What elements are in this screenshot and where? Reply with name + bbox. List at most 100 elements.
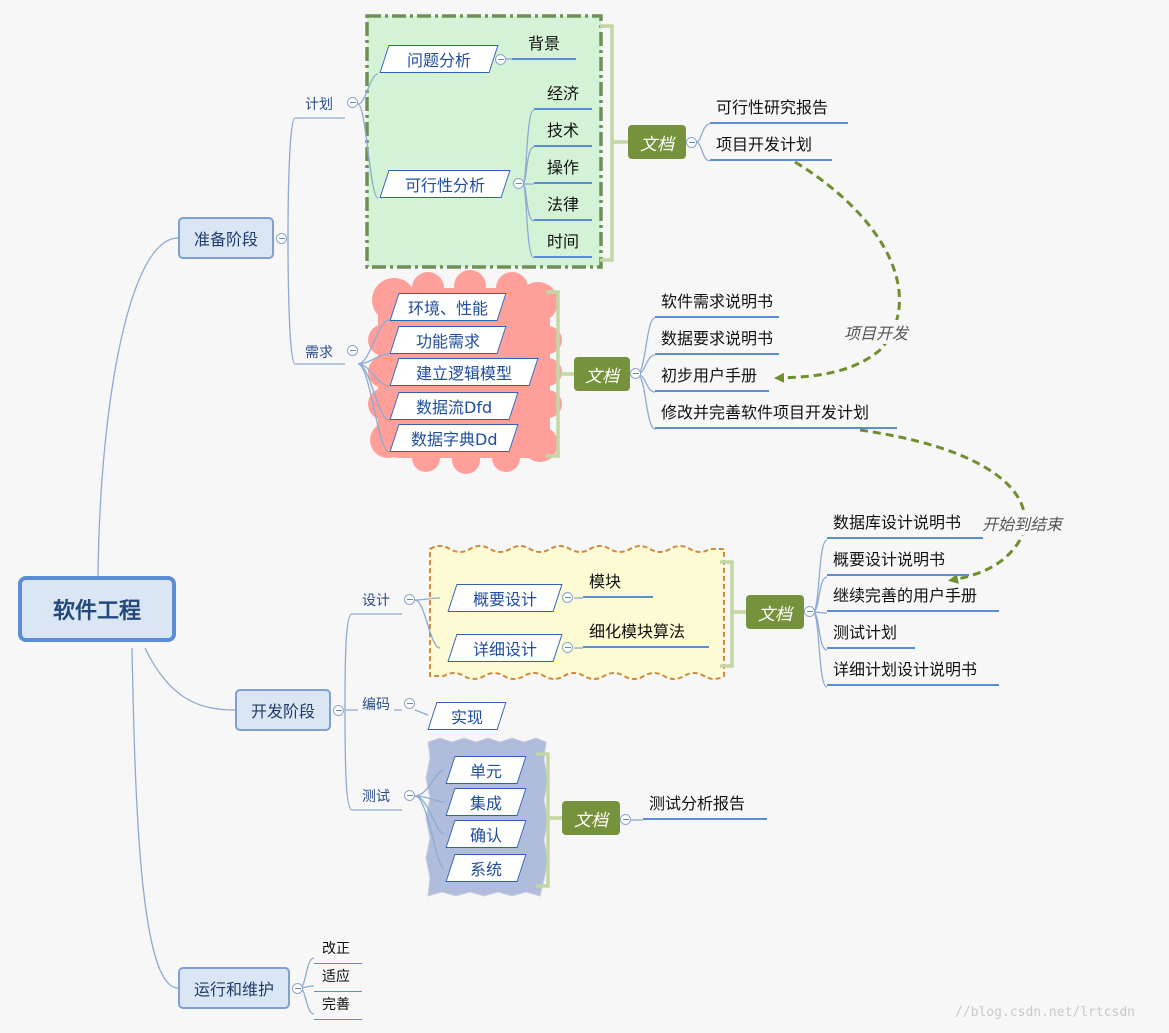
topic-dev-label: 开发阶段 xyxy=(250,702,315,721)
subtopic-plan[interactable]: 计划 xyxy=(301,94,337,114)
leaf-law[interactable]: 法律 xyxy=(534,195,592,221)
test-validation-label: 确认 xyxy=(469,826,502,845)
leaf-db-design[interactable]: 数据库设计说明书 xyxy=(827,513,983,539)
revise-plan-label: 修改并完善软件项目开发计划 xyxy=(661,403,870,422)
leaf-dev-plan[interactable]: 项目开发计划 xyxy=(710,135,832,161)
leaf-test-report[interactable]: 测试分析报告 xyxy=(643,794,767,820)
node-problem-analysis[interactable]: 问题分析 xyxy=(379,45,499,73)
doc-plan[interactable]: 文档 xyxy=(628,125,686,159)
refine-algorithm-label: 细化模块算法 xyxy=(589,622,686,641)
leaf-feasibility-report[interactable]: 可行性研究报告 xyxy=(710,98,848,124)
design-label: 设计 xyxy=(362,593,390,609)
data-req-label: 数据要求说明书 xyxy=(661,329,774,348)
time-label: 时间 xyxy=(546,232,579,251)
topic-maintenance[interactable]: 运行和维护 xyxy=(178,967,290,1009)
leaf-srs[interactable]: 软件需求说明书 xyxy=(655,292,779,318)
leaf-test-plan[interactable]: 测试计划 xyxy=(827,623,915,649)
req-item-dfd-label: 数据流Dfd xyxy=(415,398,493,417)
doc-test[interactable]: 文档 xyxy=(562,801,620,835)
collapse-prep-icon[interactable] xyxy=(276,233,287,244)
test-item-integration[interactable]: 集成 xyxy=(445,788,527,816)
subtopic-design[interactable]: 设计 xyxy=(358,590,394,610)
leaf-technology[interactable]: 技术 xyxy=(534,121,592,147)
leaf-detail-doc[interactable]: 详细计划设计说明书 xyxy=(827,660,999,686)
collapse-plan-icon[interactable] xyxy=(347,97,358,108)
node-implement[interactable]: 实现 xyxy=(427,702,507,730)
collapse-problem-icon[interactable] xyxy=(495,54,506,65)
leaf-module[interactable]: 模块 xyxy=(583,572,653,598)
leaf-data-req[interactable]: 数据要求说明书 xyxy=(655,329,779,355)
test-item-unit[interactable]: 单元 xyxy=(445,756,527,784)
overview-design-label: 概要设计 xyxy=(472,590,537,609)
topic-prep-label: 准备阶段 xyxy=(193,230,258,249)
leaf-refine-algorithm[interactable]: 细化模块算法 xyxy=(583,622,709,648)
leaf-continue-manual[interactable]: 继续完善的用户手册 xyxy=(827,586,999,612)
collapse-maintenance-icon[interactable] xyxy=(292,983,303,994)
topic-prep-stage[interactable]: 准备阶段 xyxy=(178,217,274,259)
leaf-overview-doc[interactable]: 概要设计说明书 xyxy=(827,550,969,576)
root-topic[interactable]: 软件工程 xyxy=(18,576,176,642)
correct-label: 改正 xyxy=(322,941,350,957)
collapse-design-icon[interactable] xyxy=(404,594,415,605)
db-design-label: 数据库设计说明书 xyxy=(833,513,962,532)
watermark: //blog.csdn.net/lrtcsdn xyxy=(955,1005,1135,1020)
req-item-logic-model-label: 建立逻辑模型 xyxy=(415,364,512,383)
relation-2-text: 开始到结束 xyxy=(982,515,1063,534)
topic-dev-stage[interactable]: 开发阶段 xyxy=(235,689,331,731)
maint-item-perfect[interactable]: 完善 xyxy=(314,995,362,1020)
collapse-feasibility-icon[interactable] xyxy=(513,178,524,189)
doc-requirement-label: 文档 xyxy=(585,366,619,387)
relation-label-2[interactable]: 开始到结束 xyxy=(980,511,1065,535)
collapse-doc-plan-icon[interactable] xyxy=(686,137,697,148)
collapse-doc-req-icon[interactable] xyxy=(630,368,641,379)
collapse-detail-icon[interactable] xyxy=(562,642,573,653)
test-item-system[interactable]: 系统 xyxy=(445,854,527,882)
overview-doc-label: 概要设计说明书 xyxy=(833,550,946,569)
collapse-dev-icon[interactable] xyxy=(333,705,344,716)
root-label: 软件工程 xyxy=(52,599,141,624)
subtopic-test[interactable]: 测试 xyxy=(358,786,394,806)
maint-item-adapt[interactable]: 适应 xyxy=(314,967,362,992)
perfect-label: 完善 xyxy=(322,997,350,1013)
problem-analysis-label: 问题分析 xyxy=(406,51,471,70)
leaf-time[interactable]: 时间 xyxy=(534,232,592,258)
relation-label-1[interactable]: 项目开发 xyxy=(842,320,911,344)
node-feasibility-analysis[interactable]: 可行性分析 xyxy=(379,170,511,198)
req-item-dfd[interactable]: 数据流Dfd xyxy=(389,392,519,420)
collapse-overview-icon[interactable] xyxy=(562,592,573,603)
req-item-environment[interactable]: 环境、性能 xyxy=(389,293,507,321)
req-item-logic-model[interactable]: 建立逻辑模型 xyxy=(389,358,539,386)
summary-brackets xyxy=(536,24,746,888)
leaf-revise-plan[interactable]: 修改并完善软件项目开发计划 xyxy=(655,403,897,429)
test-item-validation[interactable]: 确认 xyxy=(445,820,527,848)
leaf-operation[interactable]: 操作 xyxy=(534,158,592,184)
leaf-background[interactable]: 背景 xyxy=(512,34,576,60)
req-item-dd[interactable]: 数据字典Dd xyxy=(389,424,519,452)
test-report-label: 测试分析报告 xyxy=(649,794,746,813)
node-overview-design[interactable]: 概要设计 xyxy=(447,584,563,612)
test-integration-label: 集成 xyxy=(469,794,502,813)
continue-manual-label: 继续完善的用户手册 xyxy=(833,586,978,605)
implement-label: 实现 xyxy=(450,708,483,727)
doc-requirement[interactable]: 文档 xyxy=(574,357,630,391)
doc-plan-label: 文档 xyxy=(640,134,674,155)
collapse-requirement-icon[interactable] xyxy=(347,345,358,356)
req-item-function[interactable]: 功能需求 xyxy=(389,326,507,354)
doc-design[interactable]: 文档 xyxy=(746,595,804,629)
dev-plan-label: 项目开发计划 xyxy=(716,135,813,154)
subtopic-requirement[interactable]: 需求 xyxy=(301,342,337,362)
node-detail-design[interactable]: 详细设计 xyxy=(447,634,563,662)
branch-lines xyxy=(97,58,828,1015)
operation-label: 操作 xyxy=(546,158,579,177)
req-item-function-label: 功能需求 xyxy=(415,332,480,351)
maint-item-correct[interactable]: 改正 xyxy=(314,939,362,964)
collapse-doc-test-icon[interactable] xyxy=(620,814,631,825)
collapse-doc-design-icon[interactable] xyxy=(804,606,815,617)
leaf-economy[interactable]: 经济 xyxy=(534,84,592,110)
subtopic-code[interactable]: 编码 xyxy=(358,694,394,714)
collapse-test-icon[interactable] xyxy=(404,790,415,801)
test-plan-label: 测试计划 xyxy=(833,623,898,642)
collapse-code-icon[interactable] xyxy=(404,698,415,709)
leaf-user-manual[interactable]: 初步用户手册 xyxy=(655,366,769,392)
